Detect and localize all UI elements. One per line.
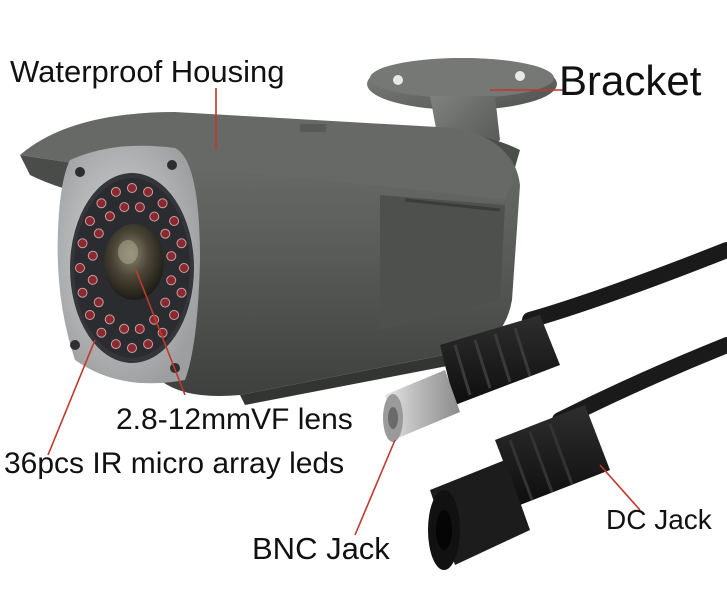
- ir-led: [166, 251, 177, 262]
- ir-led: [166, 275, 177, 286]
- ir-led: [160, 228, 171, 239]
- ir-led: [93, 228, 104, 239]
- pointer-leds: [47, 339, 96, 456]
- pointer-lines: [47, 88, 641, 536]
- ir-led: [134, 323, 145, 334]
- ir-led: [134, 202, 145, 213]
- faceplate-screw: [167, 160, 177, 170]
- ir-led: [119, 323, 130, 334]
- bracket-screw-hole: [393, 75, 403, 85]
- ir-led: [93, 297, 104, 308]
- label-dc-jack: DC Jack: [606, 504, 712, 535]
- pointer-lens: [135, 269, 186, 396]
- ir-led-ring: [75, 183, 189, 353]
- label-bnc-jack: BNC Jack: [252, 531, 390, 566]
- ir-led: [104, 211, 115, 222]
- label-lens: 2.8-12mmVF lens: [116, 403, 353, 436]
- ir-led: [169, 310, 180, 320]
- ir-led: [77, 238, 88, 249]
- ir-led: [96, 198, 107, 209]
- ir-led: [176, 287, 187, 298]
- ir-led: [87, 250, 98, 261]
- ir-led: [157, 198, 168, 209]
- label-waterproof-housing: Waterproof Housing: [10, 54, 285, 89]
- ir-led: [127, 343, 137, 353]
- ir-led: [110, 339, 121, 350]
- ir-led: [143, 186, 154, 197]
- bnc-connector: [383, 315, 560, 442]
- label-bracket: Bracket: [559, 57, 702, 104]
- ir-led: [87, 274, 98, 285]
- ir-led: [110, 186, 121, 197]
- ir-led: [96, 327, 107, 338]
- dc-connector: [428, 405, 610, 570]
- lens-shape: [104, 224, 164, 300]
- pointer-bnc: [354, 439, 396, 536]
- ir-led: [176, 238, 187, 249]
- faceplate-screw: [70, 340, 80, 350]
- ir-led: [169, 216, 180, 226]
- ir-led: [127, 183, 137, 193]
- ir-led: [77, 287, 88, 298]
- ir-led: [104, 314, 115, 325]
- ir-led: [160, 297, 171, 308]
- label-ir-leds: 36pcs IR micro array leds: [4, 447, 345, 480]
- ir-led: [179, 263, 189, 273]
- bracket-screw-hole: [515, 71, 525, 81]
- ir-led: [84, 216, 95, 226]
- pointer-dc: [599, 464, 641, 511]
- ir-led: [143, 339, 154, 350]
- ir-led: [119, 202, 130, 213]
- faceplate-screw: [75, 167, 85, 177]
- camera-faceplate: [57, 145, 200, 384]
- cables: [522, 242, 727, 428]
- ir-led: [75, 263, 85, 273]
- ir-led: [149, 211, 160, 222]
- ir-led: [84, 310, 95, 320]
